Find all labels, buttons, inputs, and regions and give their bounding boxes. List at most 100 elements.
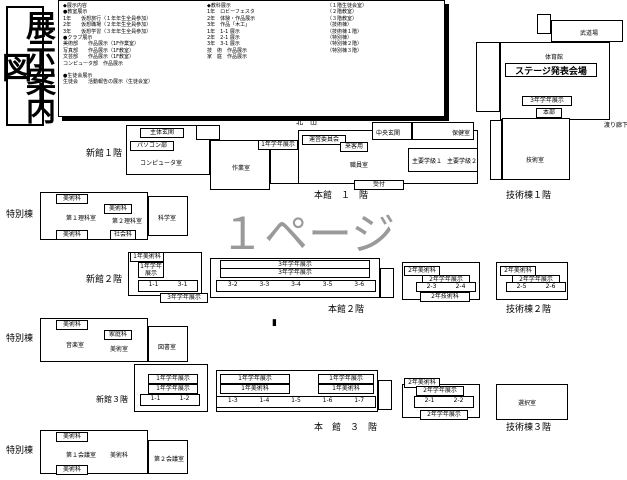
legend-item: （特別棟３階） (327, 47, 363, 54)
legend-col-1: ◆展示内容 ●教室展示 1年 仮想旅行（１年年生全員参加） 2年 仮想職場（２年… (63, 3, 203, 86)
floor3-tech-label: 技術棟３階 (506, 423, 552, 433)
library-label: 図書室 (158, 344, 177, 351)
staff-room-label: 作業室 (232, 165, 251, 172)
room-label: 3-5 (322, 281, 333, 288)
legend-item: 3年 作品「木工」 (207, 22, 251, 29)
exhibit-3rd-year: 3年学年展示 (522, 96, 572, 106)
f2-3year-banner-2: 3年学年展示 (220, 268, 370, 278)
floor3-shinkan-label: 新館３階 (96, 395, 128, 404)
legend-item: 3年 3-1 展示 (207, 41, 240, 48)
stage-hall-banner: ステージ発表会場 (505, 63, 597, 77)
f3-art-tag-b: 1年美術科 (318, 384, 374, 394)
f3-art-room (148, 440, 188, 474)
page-title: 展示案内図 (0, 6, 55, 126)
main-hall-1-label: 主要学級１ (412, 158, 443, 165)
room-label: 2-4 (455, 283, 466, 290)
page-watermark: １ページ (220, 209, 396, 260)
sci-room-2-label: 第２理科室 (112, 218, 143, 225)
legend-item: （特別棟） (327, 35, 353, 42)
f3-arts-tag: 美術科 (56, 432, 88, 442)
legend-col-2: ◆教科展示 1年 ロビーフェスタ 2年 体験・作品展示 3年 作品「木工」 1年… (207, 3, 317, 61)
legend-panel: ◆展示内容 ●教室展示 1年 仮想旅行（１年年生全員参加） 2年 仮想職場（２年… (58, 0, 445, 117)
pc-club-tag: パソコン部 (130, 141, 174, 151)
f3-arts-tag-b: 美術科 (56, 465, 88, 475)
f3-work-label: 選択室 (518, 400, 537, 407)
room-label: 1-4 (259, 397, 270, 404)
reception-tag: 受付 (354, 180, 404, 190)
central-entrance (372, 122, 412, 140)
gym-side-rooms (476, 42, 500, 112)
main-halls-1 (408, 148, 478, 172)
f3-2year-tag: 2年学年展示 (416, 386, 464, 396)
f3-rooms-a: 1-1 1-2 (140, 394, 200, 406)
room-label: 3-6 (354, 281, 365, 288)
lobby-tag: 来客用 (340, 142, 368, 152)
floor1-class-tag: 1年学年展示 (258, 140, 298, 150)
tech-room-1 (502, 118, 570, 180)
f2-stairs (380, 268, 394, 298)
room-label: 1-2 (179, 395, 190, 402)
f3-stairs (378, 380, 392, 410)
floor2-shinkan-label: 新館２階 (86, 275, 123, 285)
legend-item: （技術棟１階） (327, 28, 363, 35)
central-entrance-label: 中央玄関 (376, 130, 401, 137)
legend-item: 家 庭 作品展示 (207, 54, 248, 61)
f2-rooms-c: 2-3 2-4 (416, 282, 476, 292)
floor3-honkan-label: 本 館 ３ 階 (314, 423, 378, 433)
legend-item: （２階教室） (327, 9, 358, 16)
legend-item: コンピュータ部 作品展示 (63, 60, 124, 67)
art-room-label: 美術室 (110, 346, 129, 353)
room-label: 1-7 (354, 397, 365, 404)
legend-item: 3年 仮想学習（３年年生全員参加） (63, 28, 152, 35)
legend-item: 2年 2-1 展示 (207, 35, 240, 42)
legend-item: 2年 仮想職場（２年年生全員参加） (63, 22, 152, 29)
gymnasium-label: 体育館 (545, 54, 564, 61)
floor1-honkan-label: 本館 １ 階 (314, 191, 369, 201)
f3-1year-tag-a: 1年学年展示 (148, 374, 198, 384)
passage-1 (490, 120, 502, 180)
room-label: 2-1 (424, 397, 435, 404)
office-label: 保健室 (452, 130, 471, 137)
f3-1year-tag-d: 1年学年展示 (318, 374, 374, 384)
sci-room-1-label: 第１理科室 (66, 215, 97, 222)
f3-prep-label: 美術科 (110, 452, 129, 459)
f3-1year-tag-b: 1年学年展示 (148, 384, 198, 394)
room-label: 1-3 (227, 397, 238, 404)
room-label: 1-1 (150, 395, 161, 402)
staff-room (210, 140, 270, 190)
budo-hall (551, 20, 623, 42)
f2-rooms-b: 3-2 3-3 3-4 3-5 3-6 (216, 280, 376, 292)
room-label: 3-1 (177, 281, 188, 288)
legend-item: 文芸部 作品展示（1F教室） (63, 54, 135, 61)
f3-2year-tag-b: 2年学年展示 (420, 410, 468, 420)
floor1-tech-label: 技術棟１階 (506, 191, 552, 201)
f2-arts-tag: 美術科 (56, 320, 88, 330)
main-hall-2-label: 主要学級２ (447, 158, 478, 165)
f3-sec1-label: 第１会議室 (66, 452, 97, 459)
legend-item: （技術棟） (327, 22, 353, 29)
legend-item: 美術部 作品展示（1F作業室） (63, 41, 140, 48)
gymnasium (500, 42, 610, 120)
legend-item: 技 術 作品展示 (207, 47, 248, 54)
office-room (412, 122, 474, 140)
room-label: 1-6 (322, 397, 333, 404)
room-label: 2-6 (545, 283, 556, 290)
room-label: 3-4 (291, 281, 301, 288)
meeting-room-label: 職員室 (350, 162, 369, 169)
f2-2year-tech-tag: 2年技術科 (420, 292, 470, 302)
ops-tag: 本部 (536, 108, 562, 118)
legend-item: ◆教科展示 (207, 3, 231, 9)
floor2-tech-label: 技術棟２階 (506, 305, 552, 315)
legend-item: 1年 仮想旅行（１年年生全員参加） (63, 15, 152, 22)
tech3-block (496, 384, 568, 420)
legend-item: 2年 体験・作品展示 (207, 15, 256, 22)
gym-annex (537, 14, 551, 34)
committee-tag: 運営委員会 (302, 135, 346, 145)
room-label: 1-5 (291, 397, 301, 404)
main-entrance-tag: 主体玄関 (140, 128, 184, 138)
f2-art-tag: 1年美術科 (130, 252, 164, 262)
legend-item: ●クラブ展示 (63, 35, 93, 42)
cursor-mark: ▮ (272, 318, 277, 328)
room-label: 3-3 (259, 281, 270, 288)
f3-rooms-c: 2-1 2-2 (414, 396, 474, 408)
